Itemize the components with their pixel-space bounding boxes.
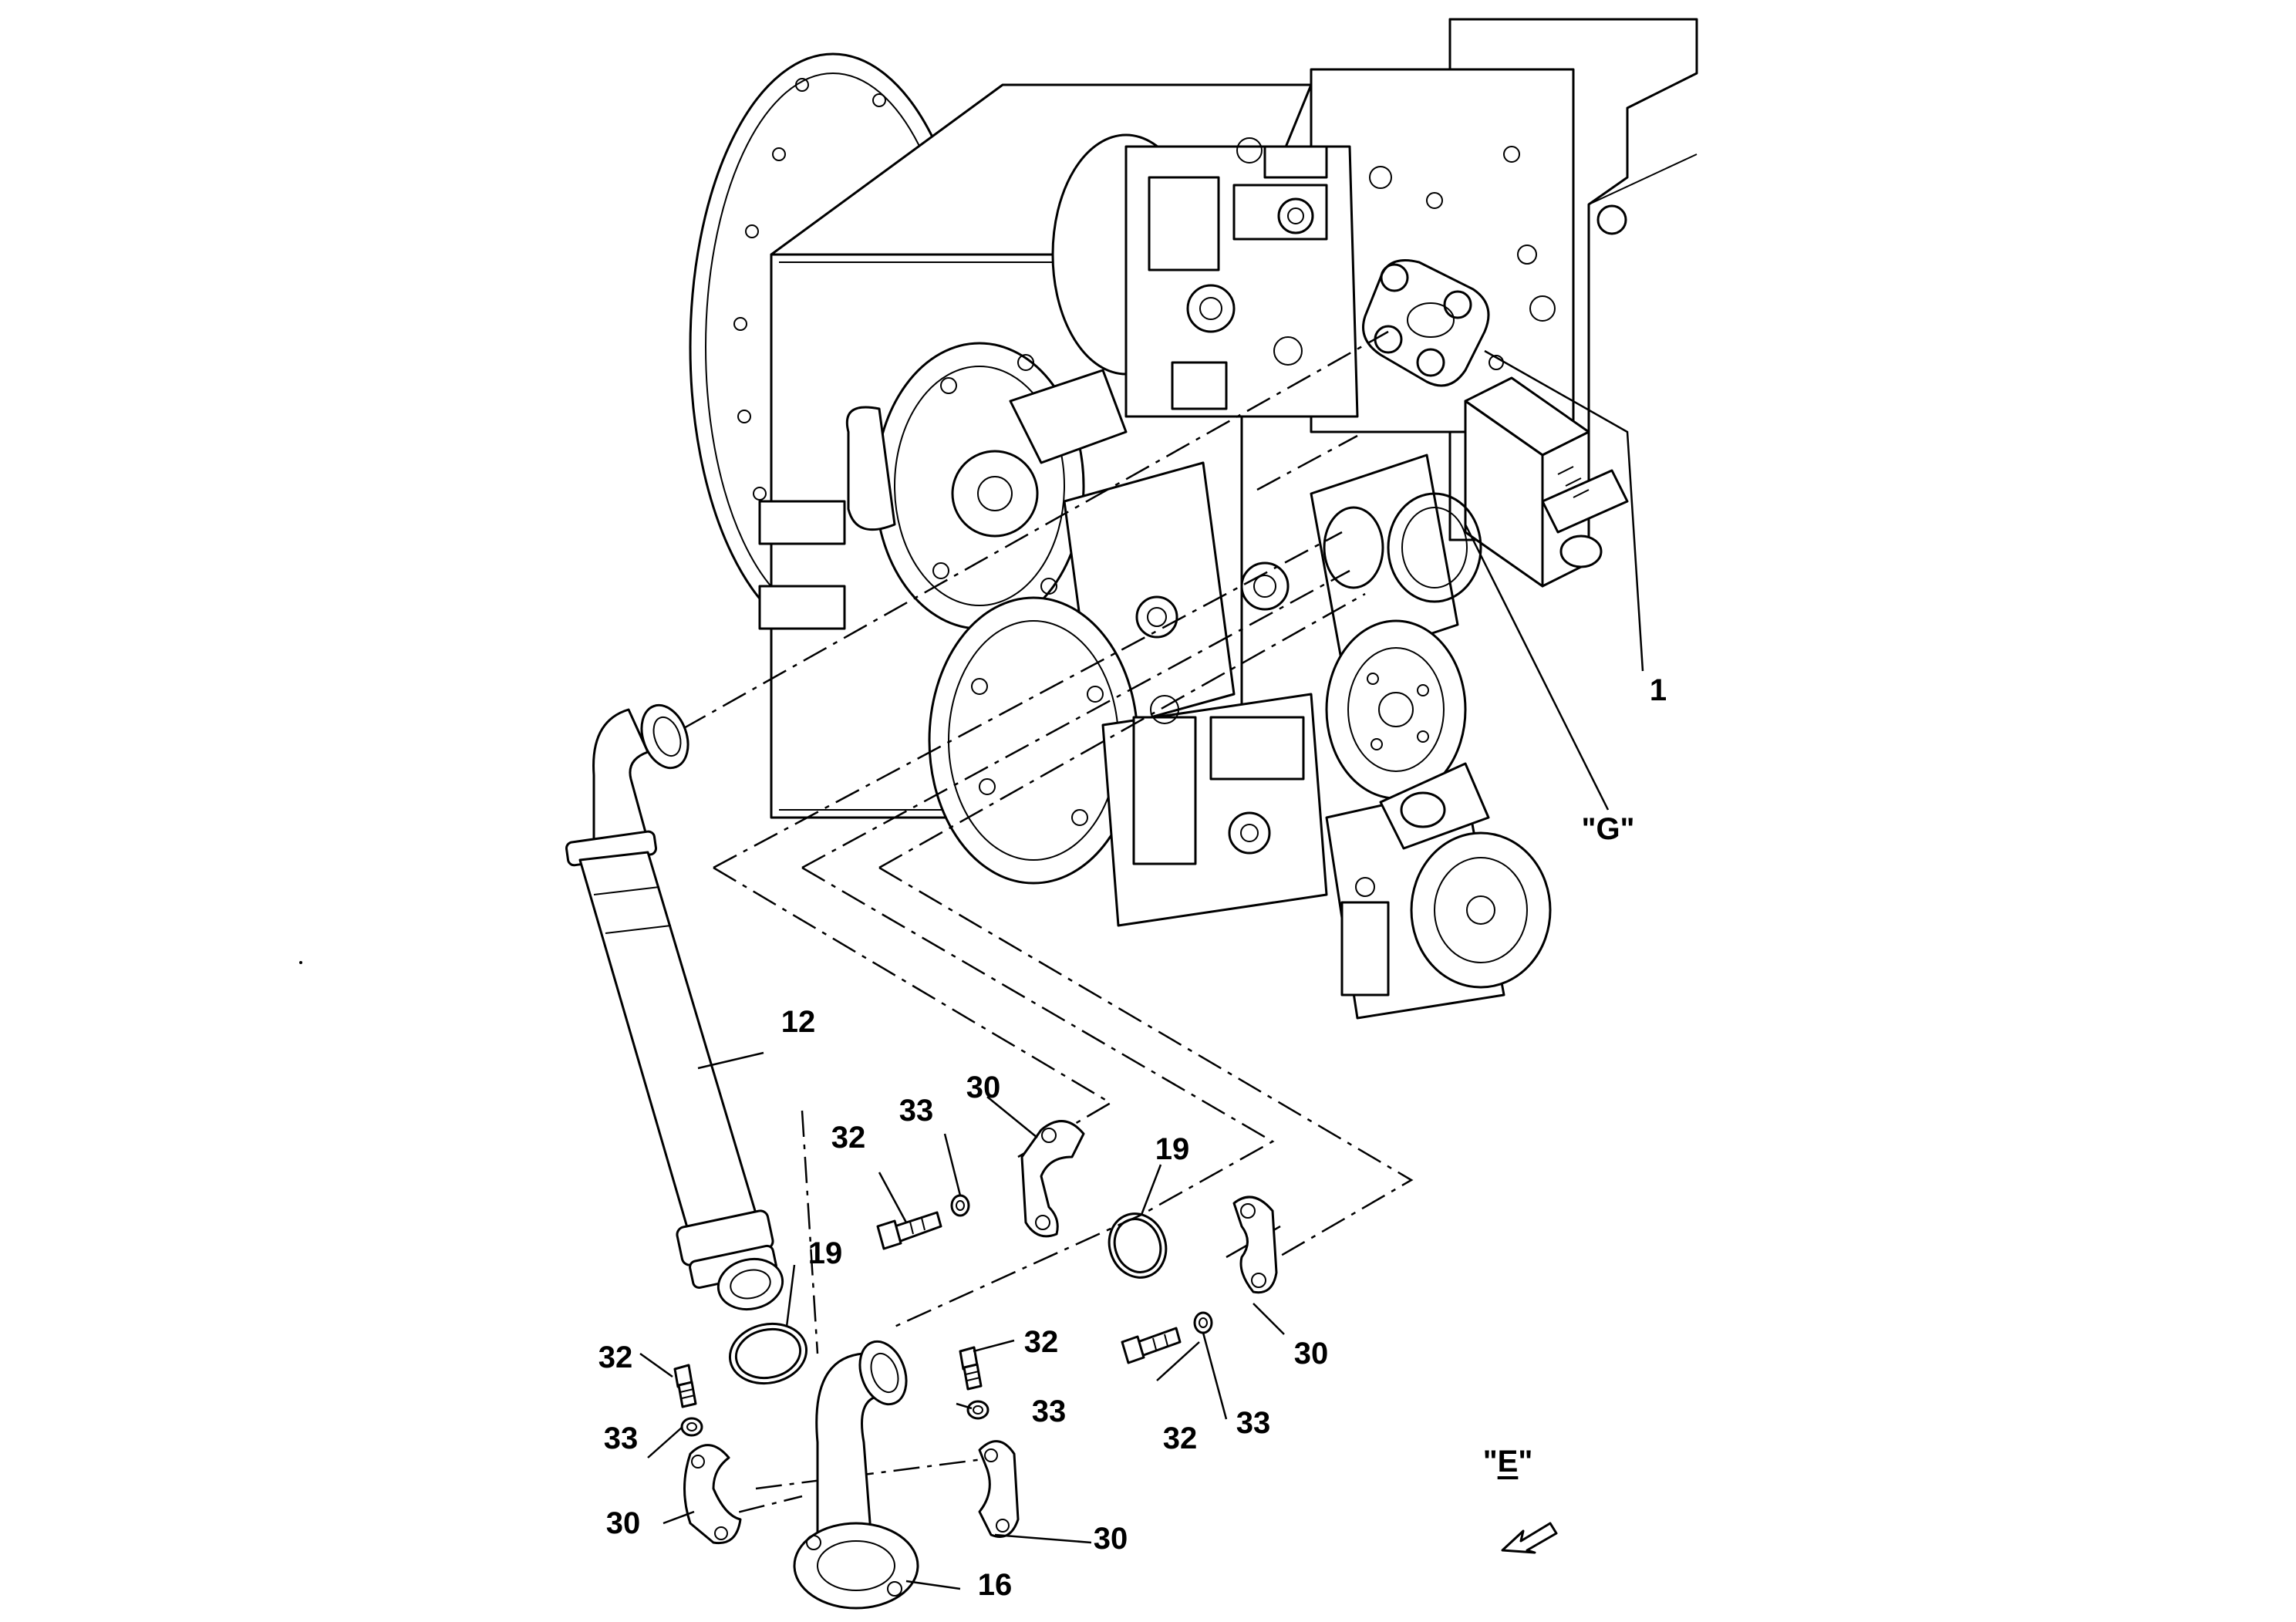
transmission-assembly (689, 18, 1698, 1020)
callout-32: 32 (1162, 1421, 1198, 1455)
o-rings (728, 1212, 1168, 1385)
bolts-and-washers (673, 1194, 1213, 1437)
callout-30: 30 (1093, 1522, 1128, 1556)
callout-g: "G" (1581, 812, 1635, 846)
leader-lines (639, 349, 1644, 1590)
callout-12: 12 (781, 1005, 816, 1039)
callout-32: 32 (831, 1121, 866, 1155)
direction-arrow-icon (1501, 1522, 1558, 1554)
callout-33: 33 (603, 1421, 639, 1455)
half-flanges (683, 1120, 1278, 1545)
callout-33: 33 (1031, 1394, 1067, 1428)
callout-33: 33 (899, 1094, 934, 1128)
callout-1: 1 (1649, 673, 1667, 707)
hose-item-12 (565, 703, 784, 1310)
callout-32: 32 (598, 1340, 633, 1374)
callout-32: 32 (1023, 1325, 1059, 1359)
callout-16: 16 (977, 1568, 1013, 1602)
callout-30: 30 (605, 1506, 641, 1540)
callout-30: 30 (966, 1071, 1001, 1104)
callout-33: 33 (1236, 1406, 1271, 1440)
callout-19: 19 (1155, 1132, 1190, 1166)
callout-30: 30 (1293, 1337, 1329, 1371)
elbow-item-16 (793, 1340, 919, 1610)
view-label-e: "E" (1482, 1445, 1533, 1479)
callout-19: 19 (807, 1236, 843, 1270)
